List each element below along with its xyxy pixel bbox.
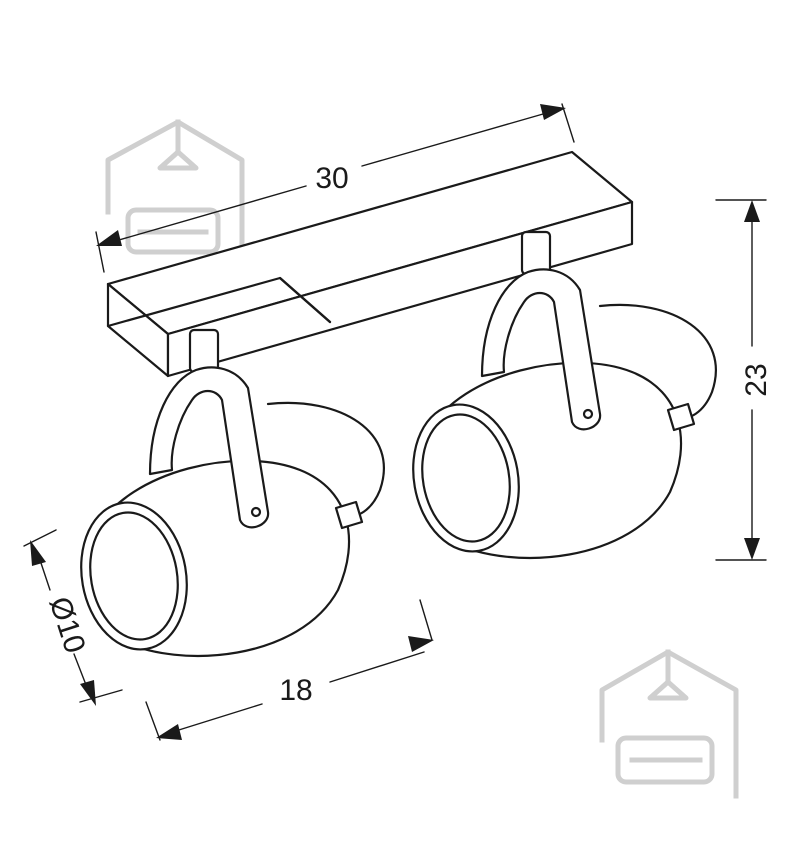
length-label: 30 <box>315 162 348 195</box>
house-logo-icon <box>599 649 739 799</box>
dimension-depth: 18 <box>145 599 434 741</box>
mounting-bar <box>106 150 634 378</box>
height-label: 23 <box>740 363 773 396</box>
left-spotlight <box>80 328 385 658</box>
depth-label: 18 <box>279 674 312 707</box>
dimension-length: 30 <box>95 103 575 273</box>
dimension-height: 23 <box>715 199 773 561</box>
diameter-label: Ø10 <box>43 593 92 657</box>
right-spotlight <box>412 230 717 560</box>
house-logo-icon <box>105 119 245 267</box>
